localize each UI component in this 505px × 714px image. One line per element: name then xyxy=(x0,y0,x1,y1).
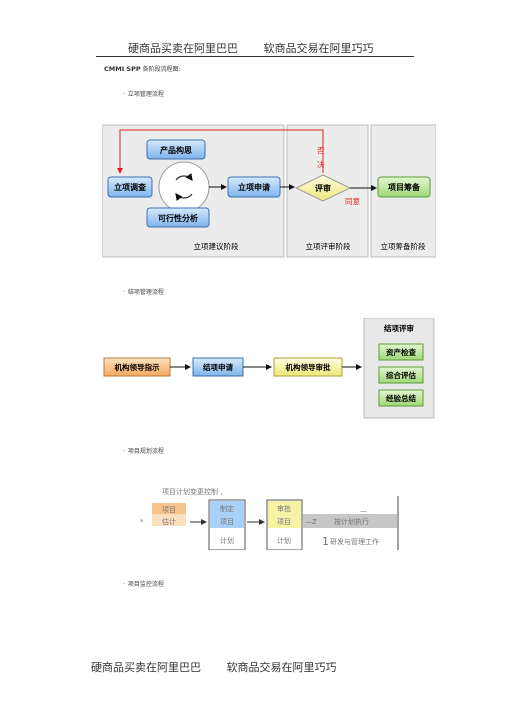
planning-bullet: * xyxy=(140,518,144,526)
reject-loop-arrow xyxy=(117,129,324,174)
box-prepare-label: 项目筹备 xyxy=(388,182,421,192)
footer-right: 软商品交易在阿里巧巧 xyxy=(226,661,337,674)
col1-body-fill xyxy=(152,514,186,526)
approve-label: 同意 xyxy=(345,196,360,206)
box-closure-apply-label: 结项申请 xyxy=(203,362,233,372)
box-feasibility xyxy=(146,207,210,228)
col3-line3: 计划 xyxy=(277,536,291,545)
stage-review-label: 立项评审阶段 xyxy=(306,241,351,251)
page-header: 硬商品买卖在阿里巴巴 软商品交易在阿里巧巧 xyxy=(128,40,374,56)
dev-number: 1 xyxy=(322,535,329,548)
box-concept-label: 产品构思 xyxy=(160,145,192,155)
intro-line: CMMI SPP 各阶段流程图: xyxy=(104,64,181,73)
diamond-review xyxy=(294,174,352,202)
exec-dash: — xyxy=(360,507,367,515)
planning-flow-diagram: 项目计划变更控制 , * 项目 估计 制定 项目 计划 审批 项目 计划 —Z … xyxy=(140,487,399,550)
box-evaluation xyxy=(378,366,424,384)
col1-line1: 项目 xyxy=(162,506,176,514)
box-feasibility-label: 可行性分析 xyxy=(158,213,198,223)
initiation-flow-diagram: 产品构思 立项调查 可行性分析 立项申请 评审 项目筹备 否 决 同意 立项建议… xyxy=(102,124,436,258)
section-title-initiation: 立项管理流程 xyxy=(123,89,164,98)
diamond-review-label: 评审 xyxy=(315,183,331,193)
col3-box xyxy=(266,499,303,550)
dev-label: 研发与管理工作 xyxy=(330,537,379,546)
col3-line2: 项目 xyxy=(277,518,291,526)
cycle-circle xyxy=(158,161,210,213)
box-survey xyxy=(107,176,153,198)
col2-line3: 计划 xyxy=(220,536,234,545)
col1-line2: 估计 xyxy=(162,517,176,526)
intro-text: 各阶段流程图: xyxy=(142,66,181,73)
intro-bold: CMMI SPP xyxy=(104,65,141,73)
box-asset-check-label: 资产检查 xyxy=(386,347,416,357)
exec-label: 按计划执行 xyxy=(334,517,369,526)
box-prepare xyxy=(377,176,431,198)
section-title-planning: 项目规划流程 xyxy=(123,446,164,455)
box-asset-check xyxy=(378,343,424,361)
box-leader-approve-label: 机构领导审批 xyxy=(286,362,331,372)
exec-prefix: —Z xyxy=(305,518,317,526)
box-instruction-label: 机构领导指示 xyxy=(115,362,160,372)
section-title-closure: 结项管理流程 xyxy=(123,287,164,296)
header-left: 硬商品买卖在阿里巴巴 xyxy=(128,42,238,55)
col2-line1: 制定 xyxy=(220,504,234,513)
section-title-monitoring: 项目监控流程 xyxy=(123,579,164,588)
col2-fill xyxy=(210,501,244,528)
header-rule xyxy=(96,56,414,57)
col1-head-fill xyxy=(152,503,186,514)
closure-review-title: 结项评审 xyxy=(384,323,414,333)
box-concept xyxy=(146,139,206,160)
reject-label-1: 否 xyxy=(317,146,325,155)
header-right: 软商品交易在阿里巧巧 xyxy=(263,42,374,55)
col3-fill xyxy=(268,501,301,528)
box-evaluation-label: 综合评估 xyxy=(386,370,416,380)
planning-caption: 项目计划变更控制 , xyxy=(162,487,222,496)
reject-label-2: 决 xyxy=(317,159,325,169)
closure-flow-diagram: 机构领导指示 结项申请 机构领导审批 结项评审 资产检查 综合评估 经验总结 xyxy=(103,318,435,419)
page-footer: 硬商品买卖在阿里巴巴 软商品交易在阿里巧巧 xyxy=(91,659,337,675)
box-apply-label: 立项申请 xyxy=(238,182,270,192)
exec-band xyxy=(303,514,397,528)
cycle-icon xyxy=(175,173,193,201)
box-lessons xyxy=(378,389,424,407)
stage-build-label: 立项建议阶段 xyxy=(194,241,239,251)
col2-box xyxy=(208,499,246,550)
box-survey-label: 立项调查 xyxy=(114,182,147,192)
footer-left: 硬商品买卖在阿里巴巴 xyxy=(91,661,201,674)
col2-line2: 项目 xyxy=(220,518,234,526)
box-lessons-label: 经验总结 xyxy=(386,393,416,403)
col3-line1: 审批 xyxy=(277,504,291,513)
stage-prepare-label: 立项筹备阶段 xyxy=(381,241,426,251)
